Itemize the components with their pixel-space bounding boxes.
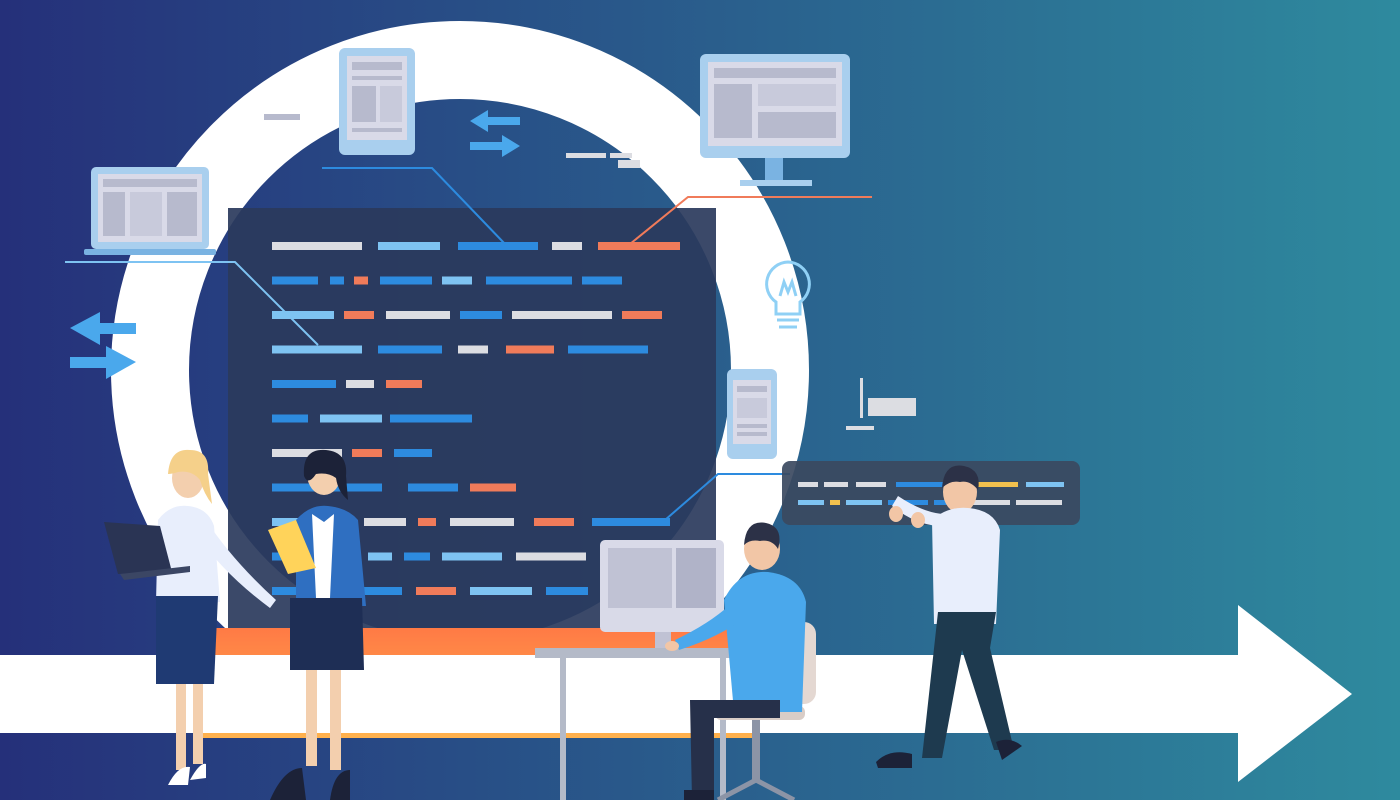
code-line-segment (386, 380, 422, 388)
code-line-segment (272, 380, 336, 388)
code-line-segment (568, 345, 648, 354)
code-line-segment (442, 276, 472, 285)
code-line-segment (534, 518, 574, 526)
code-line-segment (460, 311, 502, 319)
connector-lines (65, 167, 872, 521)
card-line-segment (970, 500, 1010, 505)
code-line-segment (470, 483, 516, 492)
code-line-segment (470, 587, 532, 595)
card-line-segment (798, 482, 818, 487)
card-line-segment (830, 500, 840, 505)
card-line-segment (798, 500, 824, 505)
monitor-icon (700, 54, 850, 186)
code-line-segment (378, 345, 442, 354)
decorative-dashes (264, 114, 916, 430)
code-line-segment (364, 518, 406, 526)
card-line-segment (1026, 482, 1064, 487)
card-line-segment (824, 482, 848, 487)
code-line-segment (546, 587, 588, 595)
card-line-segment (978, 482, 1018, 487)
code-line-segment (506, 345, 554, 354)
card-line-segment (896, 482, 946, 487)
code-line-segment (380, 276, 432, 285)
code-line-segment (582, 276, 622, 285)
phone-icon (727, 369, 777, 459)
man-walking (876, 465, 1022, 768)
code-card (782, 461, 1080, 525)
woman-with-laptop (104, 449, 276, 785)
laptop-icon (84, 167, 216, 255)
code-line-segment (394, 449, 432, 457)
code-line-segment (458, 345, 488, 354)
code-line-segment (516, 552, 586, 561)
code-line-segment (330, 276, 344, 285)
code-line-segment (512, 311, 612, 319)
code-line-segment (344, 311, 374, 319)
code-line-segment (346, 380, 374, 388)
code-line-segment (592, 518, 670, 526)
code-line-segment (598, 242, 680, 250)
swap-arrows-icon (470, 110, 520, 157)
code-line-segment (418, 518, 436, 526)
woman-with-folder (268, 449, 366, 800)
swap-arrows-left-icon (70, 312, 136, 379)
code-line-segment (450, 518, 514, 526)
code-line-segment (354, 276, 368, 285)
tablet-icon (339, 48, 415, 155)
code-line-segment (272, 242, 362, 250)
code-line-segment (552, 242, 582, 250)
code-line-segment (272, 276, 318, 285)
card-line-segment (846, 500, 882, 505)
code-line-segment (622, 311, 662, 319)
code-line-segment (368, 552, 392, 561)
code-line-segment (404, 552, 430, 561)
code-line-segment (416, 587, 456, 595)
code-line-segment (378, 242, 440, 250)
code-line-segment (442, 552, 502, 561)
code-line-segment (320, 414, 382, 423)
code-line-segment (408, 483, 458, 492)
code-line-segment (458, 242, 538, 250)
code-line-segment (272, 449, 342, 457)
card-line-segment (1016, 500, 1062, 505)
card-line-segment (856, 482, 886, 487)
code-line-segment (390, 414, 472, 423)
code-line-segment (358, 587, 402, 595)
code-line-segment (386, 311, 450, 319)
code-line-segment (272, 311, 334, 319)
lightbulb-icon (765, 260, 811, 329)
code-line-segment (272, 414, 308, 423)
man-at-desk (665, 522, 806, 800)
code-line-segment (272, 587, 302, 595)
code-line-segment (272, 345, 362, 354)
code-line-segment (352, 449, 382, 457)
desk (535, 540, 755, 800)
code-line-segment (486, 276, 572, 285)
